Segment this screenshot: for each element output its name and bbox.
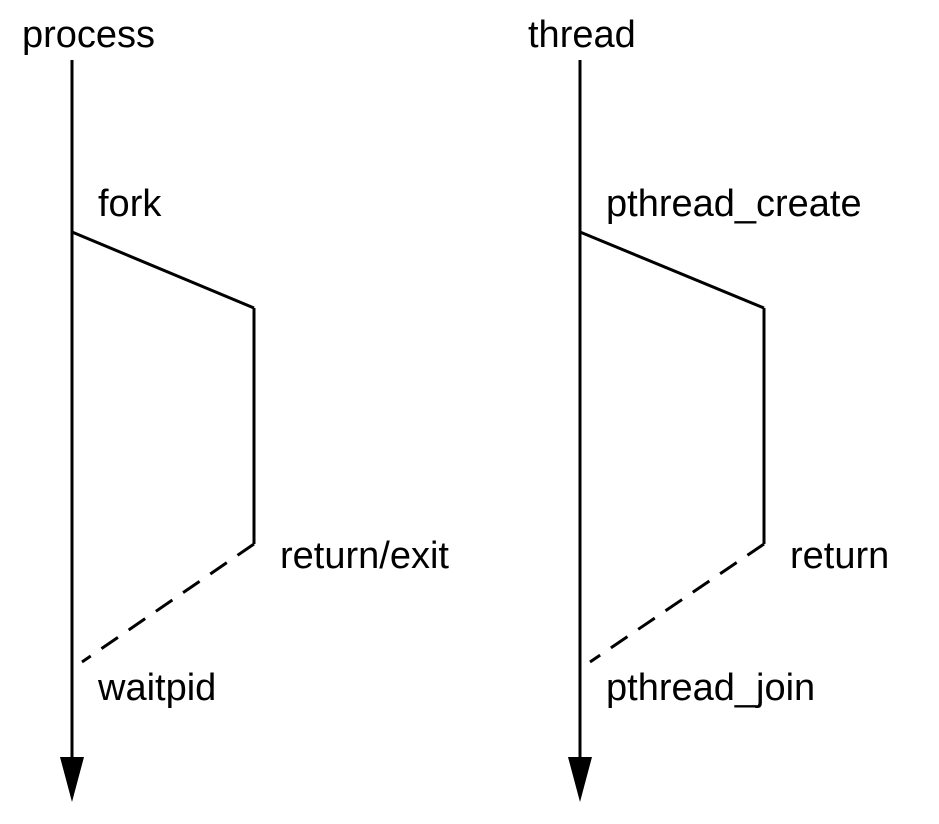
thread-join-label: pthread_join [606,667,815,709]
process-timeline-arrowhead [60,757,84,802]
thread-header: thread [528,14,636,56]
process-panel: process fork return/exit waitpid [22,14,449,802]
process-fork-label: fork [98,183,162,225]
thread-create-branch [579,230,765,310]
thread-timeline-arrowhead [568,757,592,802]
thread-return-dashed-line [589,542,765,664]
thread-create-label: pthread_create [606,183,862,225]
process-exit-label: return/exit [280,535,449,577]
thread-panel: thread pthread_create return pthread_joi… [528,14,889,802]
process-waitpid-label: waitpid [97,667,216,709]
process-header: process [22,14,155,56]
process-fork-branch [71,230,255,310]
thread-return-label: return [790,535,889,577]
process-return-dashed-line [81,542,255,664]
